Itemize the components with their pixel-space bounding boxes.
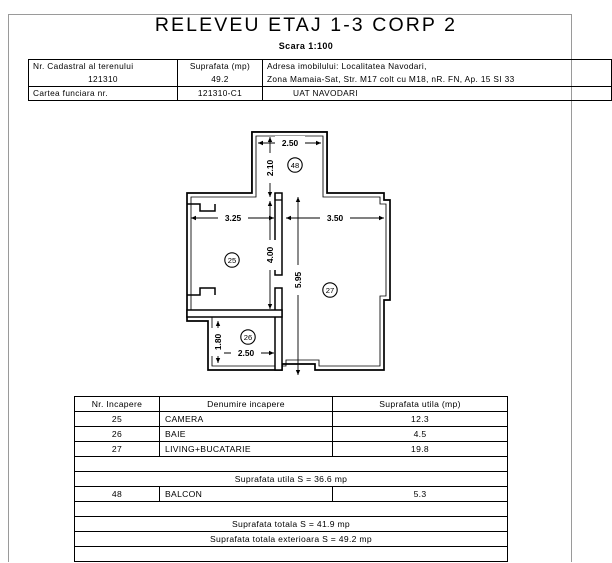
table-row: 121310 49.2 Zona Mamaia-Sat, Str. M17 co… <box>28 73 612 87</box>
partition-wall-horizontal <box>186 309 283 318</box>
label-bg <box>275 136 305 149</box>
uat-value: UAT NAVODARI <box>262 86 612 101</box>
label-bg <box>263 153 276 183</box>
room-nr: 27 <box>74 441 160 457</box>
table-spacer-row <box>74 501 508 517</box>
room-marker-circle-25 <box>224 252 240 268</box>
room-marker-circle-26 <box>240 329 256 345</box>
column-header-name: Denumire incapere <box>159 396 333 412</box>
dim-label-room26-width: 2.50 <box>238 348 255 358</box>
table-row: 26 BAIE 4.5 <box>74 426 508 442</box>
table-header-row: Nr. Incapere Denumire incapere Suprafata… <box>74 396 508 412</box>
arrowhead <box>267 304 273 309</box>
room-area: 4.5 <box>332 426 508 442</box>
address-line-1: Adresa imobilului: Localitatea Navodari, <box>262 59 612 73</box>
page-subtitle-scale: Scara 1:100 <box>278 41 334 51</box>
label-bg <box>218 211 248 224</box>
dim-label-room25-width: 3.25 <box>225 213 242 223</box>
arrowhead <box>269 350 274 356</box>
cadastral-col2-header: Suprafata (mp) <box>177 59 263 73</box>
room-marker-circle-48 <box>287 157 303 173</box>
label-bg <box>231 346 261 359</box>
arrowhead <box>286 215 291 221</box>
room-nr: 25 <box>74 411 160 427</box>
page-title: RELEVEU ETAJ 1-3 CORP 2 <box>154 14 458 36</box>
label-bg <box>211 328 224 356</box>
table-total-exterior-row: Suprafata totala exterioara S = 49.2 mp <box>74 531 508 547</box>
table-row: Cartea funciara nr. 121310-C1 UAT NAVODA… <box>28 86 612 101</box>
land-book-value: 121310-C1 <box>177 86 263 101</box>
plan-dimension-labels: 2.50 2.10 3.25 3.50 4.00 5.95 1.80 2.50 <box>211 136 350 359</box>
subtotal-useful-area: Suprafata utila S = 36.6 mp <box>74 471 508 487</box>
dim-label-room25-depth: 4.00 <box>265 247 275 264</box>
room-name: CAMERA <box>159 411 333 427</box>
column-header-area: Suprafata utila (mp) <box>332 396 508 412</box>
label-bg <box>263 240 276 270</box>
room-name: BALCON <box>159 486 333 502</box>
table-row: Nr. Cadastral al terenului Suprafata (mp… <box>28 59 612 73</box>
total-area: Suprafata totala S = 41.9 mp <box>74 516 508 532</box>
room-nr: 48 <box>74 486 160 502</box>
arrowhead <box>215 358 221 363</box>
dim-label-balcony-width: 2.50 <box>282 138 299 148</box>
room-area: 5.3 <box>332 486 508 502</box>
arrowhead <box>295 197 301 202</box>
partition-wall-vertical-lower <box>274 287 283 371</box>
land-book-label: Cartea funciara nr. <box>28 86 178 101</box>
room-name: BAIE <box>159 426 333 442</box>
partition-wall-vertical-upper <box>274 192 283 276</box>
label-bg <box>320 211 350 224</box>
arrowhead <box>295 370 301 375</box>
window-notch-left-upper <box>187 203 216 212</box>
arrowhead <box>267 192 273 197</box>
cadastral-col1-header: Nr. Cadastral al terenului <box>28 59 178 73</box>
window-notch-left-lower <box>187 287 216 296</box>
floor-plan-drawing: 2.50 2.10 3.25 3.50 4.00 5.95 1.80 2.50 … <box>170 125 422 377</box>
spacer-cell <box>74 501 508 517</box>
plan-room-markers: 48 25 27 26 <box>224 157 338 345</box>
table-row: 48 BALCON 5.3 <box>74 486 508 502</box>
arrowhead <box>215 321 221 326</box>
room-area: 19.8 <box>332 441 508 457</box>
arrowhead <box>191 215 196 221</box>
room-area: 12.3 <box>332 411 508 427</box>
arrowhead <box>267 137 273 142</box>
room-name: LIVING+BUCATARIE <box>159 441 333 457</box>
rooms-summary-table: Nr. Incapere Denumire incapere Suprafata… <box>74 396 508 562</box>
dim-label-room27-depth: 5.95 <box>293 272 303 289</box>
dim-label-room27-width: 3.50 <box>327 213 344 223</box>
page-border-frame <box>8 14 572 562</box>
label-bg <box>291 265 304 295</box>
arrowhead <box>258 140 263 146</box>
total-exterior-area: Suprafata totala exterioara S = 49.2 mp <box>74 531 508 547</box>
table-spacer-row <box>74 456 508 472</box>
dim-label-balcony-depth: 2.10 <box>265 160 275 177</box>
table-subtotal-row: Suprafata utila S = 36.6 mp <box>74 471 508 487</box>
floor-plan-svg: 2.50 2.10 3.25 3.50 4.00 5.95 1.80 2.50 … <box>186 131 391 375</box>
room-marker-label-27: 27 <box>326 286 334 295</box>
spacer-cell <box>74 456 508 472</box>
room-marker-label-26: 26 <box>244 333 252 342</box>
apartment-inner-line <box>190 135 387 367</box>
room-marker-circle-27 <box>322 282 338 298</box>
room-marker-label-25: 25 <box>228 256 236 265</box>
arrowhead <box>267 201 273 206</box>
cadastral-number-value: 121310 <box>28 73 178 87</box>
partition-wall-stub <box>274 193 282 201</box>
spacer-cell <box>74 546 508 562</box>
column-header-nr: Nr. Incapere <box>74 396 160 412</box>
table-spacer-row <box>74 546 508 562</box>
address-line-2: Zona Mamaia-Sat, Str. M17 colt cu M18, n… <box>262 73 612 87</box>
room-nr: 26 <box>74 426 160 442</box>
cadastral-header-table: Nr. Cadastral al terenului Suprafata (mp… <box>28 59 612 101</box>
surface-value: 49.2 <box>177 73 263 87</box>
dim-label-room26-depth: 1.80 <box>213 334 223 351</box>
table-row: 27 LIVING+BUCATARIE 19.8 <box>74 441 508 457</box>
arrowhead <box>379 215 384 221</box>
room-marker-label-48: 48 <box>291 161 299 170</box>
table-row: 25 CAMERA 12.3 <box>74 411 508 427</box>
arrowhead <box>316 140 321 146</box>
table-total-row: Suprafata totala S = 41.9 mp <box>74 516 508 532</box>
